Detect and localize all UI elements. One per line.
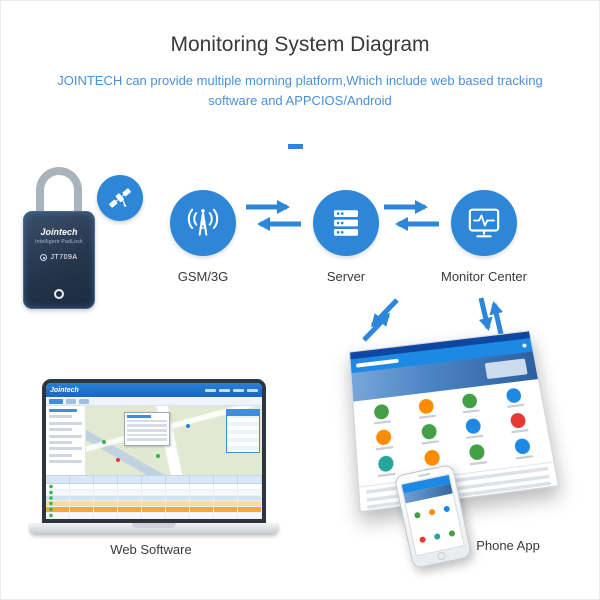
node-gsm: GSM/3G <box>143 190 263 284</box>
table-row <box>46 507 262 514</box>
app-icon <box>407 419 452 448</box>
padlock-shackle <box>36 167 82 225</box>
map-info-popup <box>124 412 170 446</box>
laptop: Jointech <box>29 379 279 535</box>
server-label: Server <box>326 269 366 284</box>
table-header-row <box>46 476 262 484</box>
laptop-screen: Jointech <box>42 379 266 523</box>
padlock-body: Jointech Intelligent PadLock JT709A <box>23 211 95 309</box>
arrow-web-to-server <box>362 312 391 342</box>
node-monitor-center: Monitor Center <box>424 190 544 284</box>
laptop-base <box>29 523 279 535</box>
table-row <box>46 501 262 508</box>
map-side-panel <box>226 409 260 453</box>
web-software-label: Web Software <box>110 542 192 557</box>
web-app-main <box>46 406 262 475</box>
arrow-phone-to-monitor <box>489 301 504 335</box>
page-title: Monitoring System Diagram <box>170 33 430 56</box>
app-icon <box>499 434 546 464</box>
server-circle <box>313 190 379 256</box>
gsm-label: GSM/3G <box>177 269 229 284</box>
map-marker <box>116 458 120 462</box>
app-icon <box>495 408 541 437</box>
table-row <box>46 495 262 502</box>
web-app-table <box>46 475 262 519</box>
web-app-map <box>86 406 262 475</box>
arrow-monitor-to-phone <box>478 297 493 331</box>
satellite-icon <box>109 188 131 208</box>
web-app-toolbar <box>46 397 262 406</box>
antenna-icon <box>187 208 219 236</box>
page-subtitle: JOINTECH can provide multiple morning pl… <box>57 73 543 108</box>
signal-icon <box>40 254 48 261</box>
padlock-device: Jointech Intelligent PadLock JT709A <box>23 167 95 309</box>
web-app-header: Jointech <box>46 383 262 397</box>
arrow-server-to-web <box>370 298 399 328</box>
app-icon <box>360 400 404 428</box>
app-title-bar <box>355 358 399 368</box>
app-icon <box>491 384 536 412</box>
app-icon <box>451 414 497 443</box>
table-row <box>46 513 262 519</box>
web-app-tree-panel <box>46 406 86 475</box>
app-menu-dot <box>522 343 527 348</box>
map-marker <box>102 440 106 444</box>
decorative-dash <box>288 144 303 149</box>
map-marker <box>156 454 160 458</box>
padlock-model: JT709A <box>24 254 94 261</box>
app-icon <box>454 440 501 470</box>
app-icon <box>448 389 493 417</box>
table-row <box>46 489 262 496</box>
monitor-icon <box>468 208 500 238</box>
map-marker <box>186 424 190 428</box>
server-icon <box>334 210 358 236</box>
node-server: Server <box>286 190 406 284</box>
satellite-badge <box>97 175 143 221</box>
keyhole-icon <box>54 289 64 299</box>
web-app-brand: Jointech <box>50 386 79 394</box>
web-app-menu <box>205 388 258 392</box>
app-icon <box>404 394 449 422</box>
padlock-subtitle: Intelligent PadLock <box>35 239 83 245</box>
padlock-brand: Jointech <box>40 227 78 237</box>
monitor-center-label: Monitor Center <box>441 269 527 284</box>
table-row <box>46 484 262 490</box>
gsm-circle <box>170 190 236 256</box>
web-app-screenshot: Jointech <box>46 383 262 519</box>
phone-app-label: Phone App <box>476 538 540 553</box>
app-icon <box>362 425 407 454</box>
monitor-circle <box>451 190 517 256</box>
